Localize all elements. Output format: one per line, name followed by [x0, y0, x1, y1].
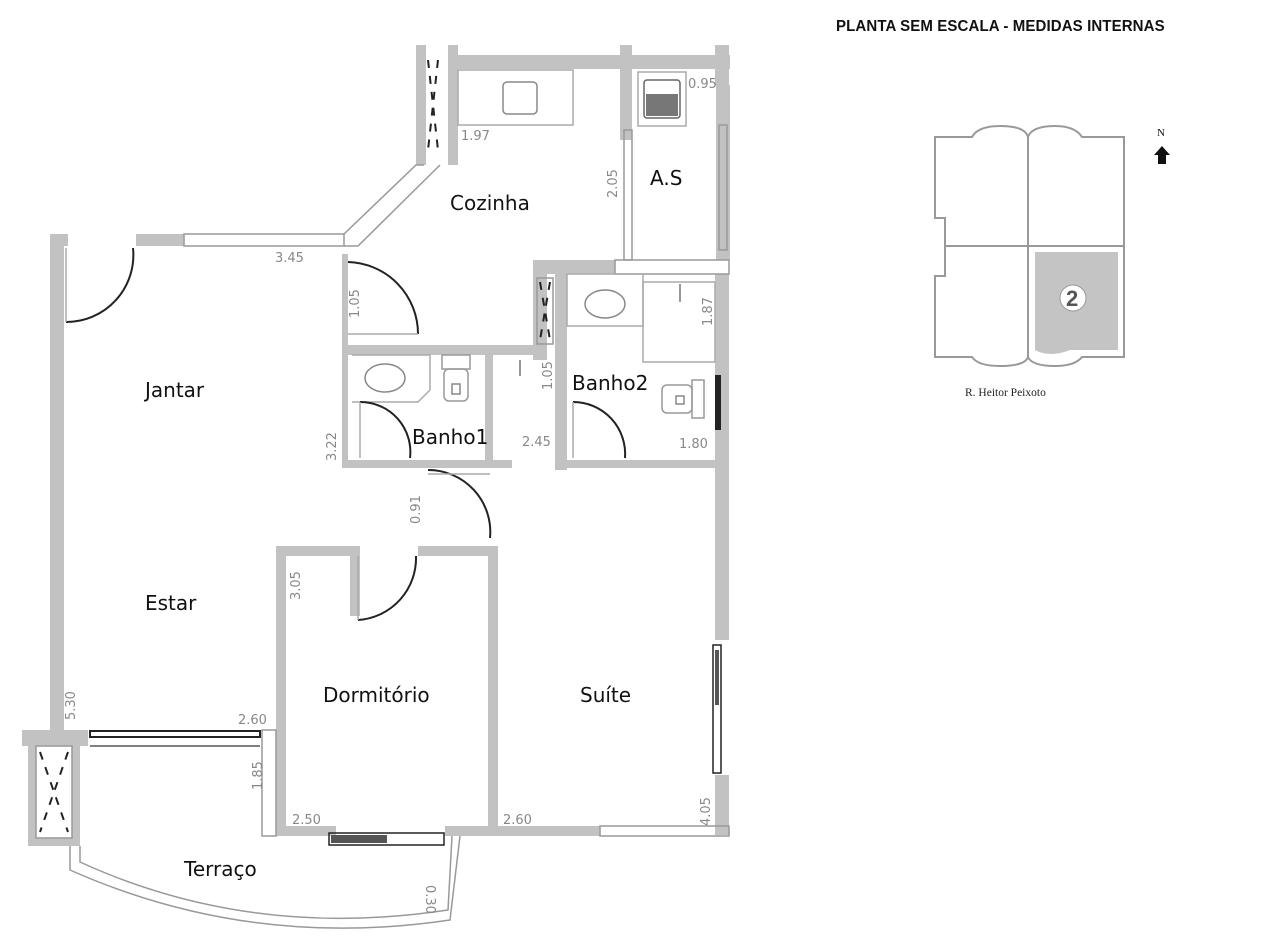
- key-plan: [934, 124, 1125, 368]
- room-label-jantar: Jantar: [143, 378, 205, 402]
- dim-suite-depth: 4.05: [699, 797, 714, 826]
- dim-dormitorio-width: 2.50: [292, 813, 321, 828]
- street-name: R. Heitor Peixoto: [965, 387, 1046, 399]
- dim-hall-door: 1.05: [348, 289, 363, 318]
- dim-banho1-depth: 1.05: [541, 361, 556, 390]
- room-label-as: A.S: [650, 166, 682, 190]
- dim-terraco-offset: 0.30: [422, 885, 437, 914]
- dim-banho2-depth: 1.87: [701, 297, 716, 326]
- room-label-terraco: Terraço: [183, 857, 257, 881]
- room-label-cozinha: Cozinha: [450, 191, 530, 215]
- north-arrow-icon: [1154, 146, 1170, 164]
- north-label: N: [1157, 127, 1165, 139]
- dim-jantar-width: 3.45: [275, 251, 304, 266]
- unit-number: 2: [1066, 286, 1078, 311]
- dim-terraco-depth: 1.85: [251, 761, 266, 790]
- dim-dormitorio-depth: 3.05: [289, 571, 304, 600]
- doors: [65, 247, 627, 621]
- dim-banho1-width: 2.45: [522, 435, 551, 450]
- dim-as-depth: 2.05: [606, 169, 621, 198]
- dim-jantar-depth: 3.22: [325, 432, 340, 461]
- dim-banho2-width: 1.80: [679, 437, 708, 452]
- windows: [89, 375, 722, 846]
- dim-corridor-door: 0.91: [409, 495, 424, 524]
- room-label-suite: Suíte: [580, 683, 631, 707]
- room-label-banho2: Banho2: [572, 371, 648, 395]
- dim-as-width: 0.95: [688, 77, 717, 92]
- dim-suite-width: 2.60: [503, 813, 532, 828]
- wall-outlines: [35, 69, 730, 929]
- room-label-banho1: Banho1: [412, 425, 488, 449]
- room-label-estar: Estar: [145, 591, 197, 615]
- room-label-dormitorio: Dormitório: [323, 683, 430, 707]
- plan-title: PLANTA SEM ESCALA - MEDIDAS INTERNAS: [836, 18, 1165, 35]
- dim-estar-width: 2.60: [238, 713, 267, 728]
- shaft-markers: [39, 59, 551, 833]
- dim-cozinha-width: 1.97: [461, 129, 490, 144]
- dim-estar-depth: 5.30: [64, 691, 79, 720]
